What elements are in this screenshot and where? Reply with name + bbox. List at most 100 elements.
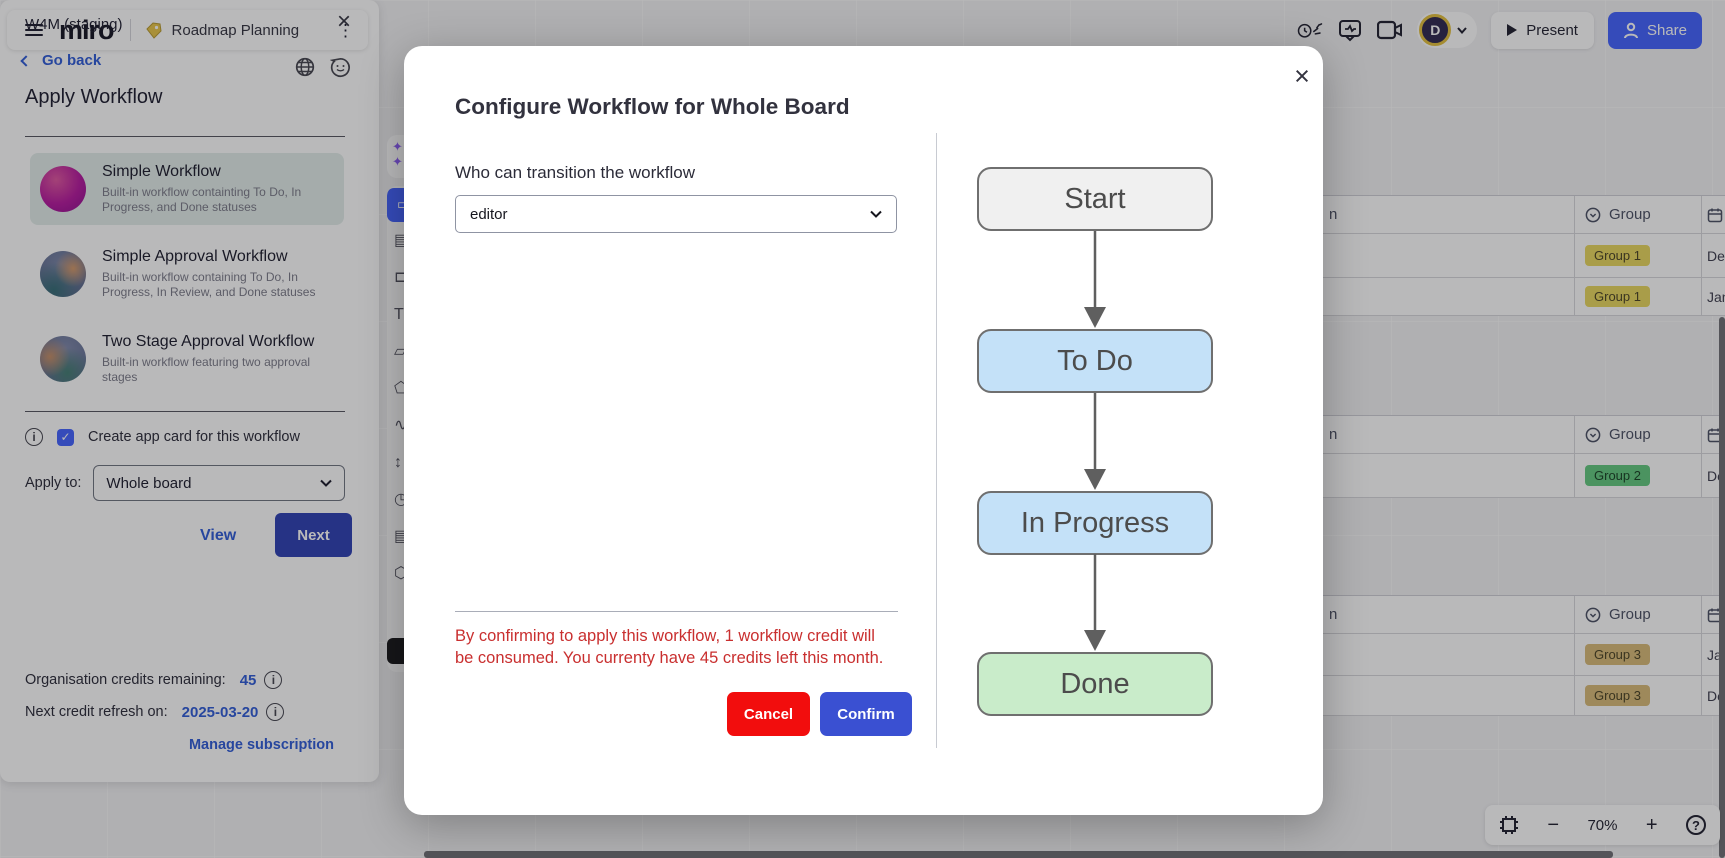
share-button[interactable]: Share: [1607, 11, 1702, 49]
group-badge[interactable]: Group 3: [1585, 644, 1650, 665]
board-table-section-1: n Group Group 1 De: [1323, 195, 1725, 316]
credit-refresh-row: Next credit refresh on: 2025-03-20 i: [25, 703, 285, 721]
board-menu-icon[interactable]: ⋮: [337, 20, 354, 40]
apply-to-select[interactable]: Whole board: [93, 465, 346, 501]
table-header-row: n Group: [1323, 416, 1725, 454]
workflow-title: Simple Workflow: [102, 163, 221, 180]
configure-workflow-modal: × Configure Workflow for Whole Board Who…: [404, 46, 1323, 815]
calendar-icon: [1707, 208, 1723, 222]
info-icon[interactable]: i: [266, 703, 285, 721]
workflow-description: Built-in workflow containing To Do, In P…: [102, 270, 316, 299]
workflow-description: Built-in workflow containting To Do, In …: [102, 185, 302, 214]
group-badge[interactable]: Group 2: [1585, 465, 1650, 486]
group-collapse-icon[interactable]: [1585, 207, 1601, 223]
fit-to-screen-icon[interactable]: [1499, 815, 1519, 835]
cancel-button[interactable]: Cancel: [727, 692, 810, 736]
date-cell[interactable]: Jan: [1707, 288, 1725, 305]
sticky-note-tool[interactable]: ▱: [394, 343, 407, 360]
table-row[interactable]: Group 1 Jan: [1323, 278, 1725, 316]
feedback-icon[interactable]: [330, 57, 351, 78]
credits-remaining-row: Organisation credits remaining: 45 i: [25, 671, 283, 689]
view-link[interactable]: View: [200, 527, 237, 544]
group-column-header[interactable]: Group: [1609, 206, 1651, 223]
panel-close-icon[interactable]: ×: [336, 8, 351, 35]
refresh-date: 2025-03-20: [181, 703, 259, 721]
group-collapse-icon[interactable]: [1585, 607, 1601, 623]
workflow-item-simple-approval[interactable]: Simple Approval Workflow Built-in workfl…: [30, 238, 344, 310]
info-icon[interactable]: i: [264, 671, 283, 689]
zoom-out-button[interactable]: −: [1547, 814, 1560, 836]
video-call-icon[interactable]: [1377, 17, 1403, 43]
transition-select[interactable]: editor: [455, 195, 897, 233]
modal-divider-horizontal: [455, 611, 898, 612]
header-actions: D Present Share: [1297, 11, 1702, 49]
language-globe-icon[interactable]: [295, 57, 315, 77]
panel-heading: Apply Workflow: [25, 86, 163, 108]
checkbox-label: Create app card for this workflow: [88, 429, 300, 445]
workflow-avatar: [40, 336, 86, 382]
horizontal-scrollbar[interactable]: [424, 851, 1613, 858]
comments-icon[interactable]: [1337, 17, 1363, 43]
table-header-row: n Group: [1323, 596, 1725, 634]
play-icon: [1507, 24, 1518, 36]
text-tool[interactable]: T: [394, 306, 404, 323]
confirm-button[interactable]: Confirm: [820, 692, 912, 736]
workflow-node-start: Start: [977, 167, 1213, 231]
date-cell[interactable]: De: [1707, 247, 1725, 264]
modal-title: Configure Workflow for Whole Board: [455, 94, 850, 119]
chevron-down-icon: [1457, 26, 1468, 34]
vertical-scrollbar[interactable]: [1719, 317, 1725, 858]
info-icon[interactable]: i: [25, 428, 43, 446]
workflow-arrow: [1083, 554, 1107, 652]
group-badge[interactable]: Group 1: [1585, 245, 1650, 266]
divider: [25, 136, 345, 137]
group-column-header[interactable]: Group: [1609, 606, 1651, 623]
workflow-title: Simple Approval Workflow: [102, 248, 288, 265]
header-divider: [129, 19, 131, 41]
chevron-down-icon: [870, 210, 882, 218]
workflow-arrow: [1083, 231, 1107, 329]
person-icon: [1623, 22, 1638, 38]
workflow-item-two-stage[interactable]: Two Stage Approval Workflow Built-in wor…: [30, 323, 344, 395]
avatar[interactable]: D: [1419, 14, 1452, 46]
table-header-row: n Group: [1323, 196, 1725, 234]
modal-close-icon[interactable]: ×: [1294, 61, 1310, 91]
table-row[interactable]: Group 3 Jan: [1323, 634, 1725, 676]
workflow-item-simple[interactable]: Simple Workflow Built-in workflow contai…: [30, 153, 344, 225]
zoom-level[interactable]: 70%: [1587, 816, 1618, 834]
group-column-header[interactable]: Group: [1609, 426, 1651, 443]
workflow-node-todo: To Do: [977, 329, 1213, 393]
credit-warning-text: By confirming to apply this workflow, 1 …: [455, 627, 884, 667]
apply-workflow-panel: W4M (staging) × Go back: [0, 0, 379, 782]
credits-value: 45: [239, 671, 257, 689]
zoom-in-button[interactable]: +: [1645, 814, 1658, 836]
arrow-tool[interactable]: ↕: [394, 454, 402, 471]
miro-logo[interactable]: miro: [59, 14, 115, 45]
create-app-card-row: i ✓ Create app card for this workflow: [25, 428, 300, 446]
go-back-link[interactable]: Go back: [20, 52, 101, 69]
group-collapse-icon[interactable]: [1585, 427, 1601, 443]
main-menu-icon[interactable]: [25, 21, 43, 39]
table-row[interactable]: Group 2 De: [1323, 454, 1725, 498]
next-button[interactable]: Next: [275, 513, 352, 557]
workflow-arrow: [1083, 393, 1107, 491]
apply-to-row: Apply to: Whole board: [25, 465, 346, 501]
apply-to-label: Apply to:: [25, 475, 82, 491]
panel-title: W4M (staging): [25, 16, 123, 33]
workflow-description: Built-in workflow featuring two approval…: [102, 355, 311, 384]
account-menu[interactable]: D: [1417, 12, 1478, 48]
zoom-controls: − 70% + ?: [1485, 805, 1720, 845]
workflow-node-done: Done: [977, 652, 1213, 716]
reactions-icon[interactable]: [1297, 17, 1323, 43]
divider: [25, 411, 345, 412]
board-title[interactable]: Roadmap Planning: [171, 21, 300, 39]
group-badge[interactable]: Group 3: [1585, 685, 1650, 706]
create-app-card-checkbox[interactable]: ✓: [57, 428, 74, 446]
help-button[interactable]: ?: [1685, 815, 1706, 835]
modal-divider-vertical: [936, 133, 937, 748]
present-button[interactable]: Present: [1491, 11, 1594, 49]
table-row[interactable]: Group 1 De: [1323, 234, 1725, 278]
manage-subscription-link[interactable]: Manage subscription: [188, 737, 334, 753]
group-badge[interactable]: Group 1: [1585, 286, 1650, 307]
